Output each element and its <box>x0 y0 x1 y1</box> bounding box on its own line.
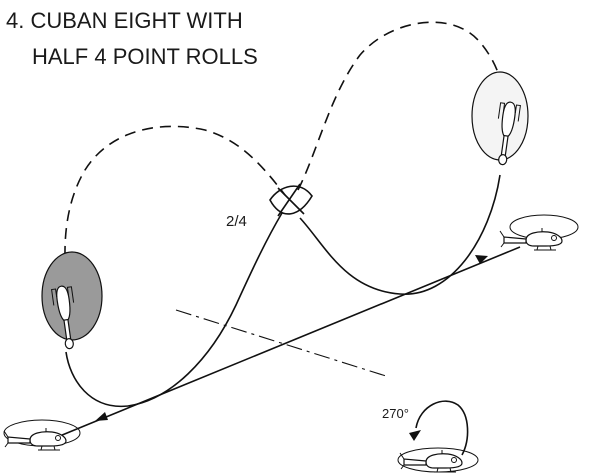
left-rotor-disc <box>41 251 103 351</box>
right-loop-solid <box>299 174 501 295</box>
left-loop-dashed <box>64 125 286 276</box>
roll-marker-icon <box>269 183 313 217</box>
exit-helicopter <box>499 214 579 251</box>
arrowhead-icon <box>95 412 108 421</box>
arrowhead-icon <box>409 430 421 441</box>
turn-indicator: 270° <box>382 400 479 473</box>
arrowhead-icon <box>475 255 488 264</box>
helicopter-icon <box>3 427 67 451</box>
right-loop-dashed <box>297 21 506 191</box>
rotor-disc-icon <box>471 71 529 161</box>
flight-path-line <box>49 246 521 441</box>
left-loop-solid <box>65 212 283 408</box>
right-rotor-disc <box>471 71 529 167</box>
title-line-2: HALF 4 POINT ROLLS <box>32 44 258 69</box>
reference-axis-line <box>175 309 387 377</box>
turn-angle-label: 270° <box>382 406 409 421</box>
title-line-1: 4. CUBAN EIGHT WITH <box>6 8 243 33</box>
rotor-disc-icon <box>41 251 103 341</box>
helicopter-icon <box>499 227 563 251</box>
entry-helicopter <box>3 419 81 451</box>
roll-fraction-label: 2/4 <box>226 213 247 230</box>
